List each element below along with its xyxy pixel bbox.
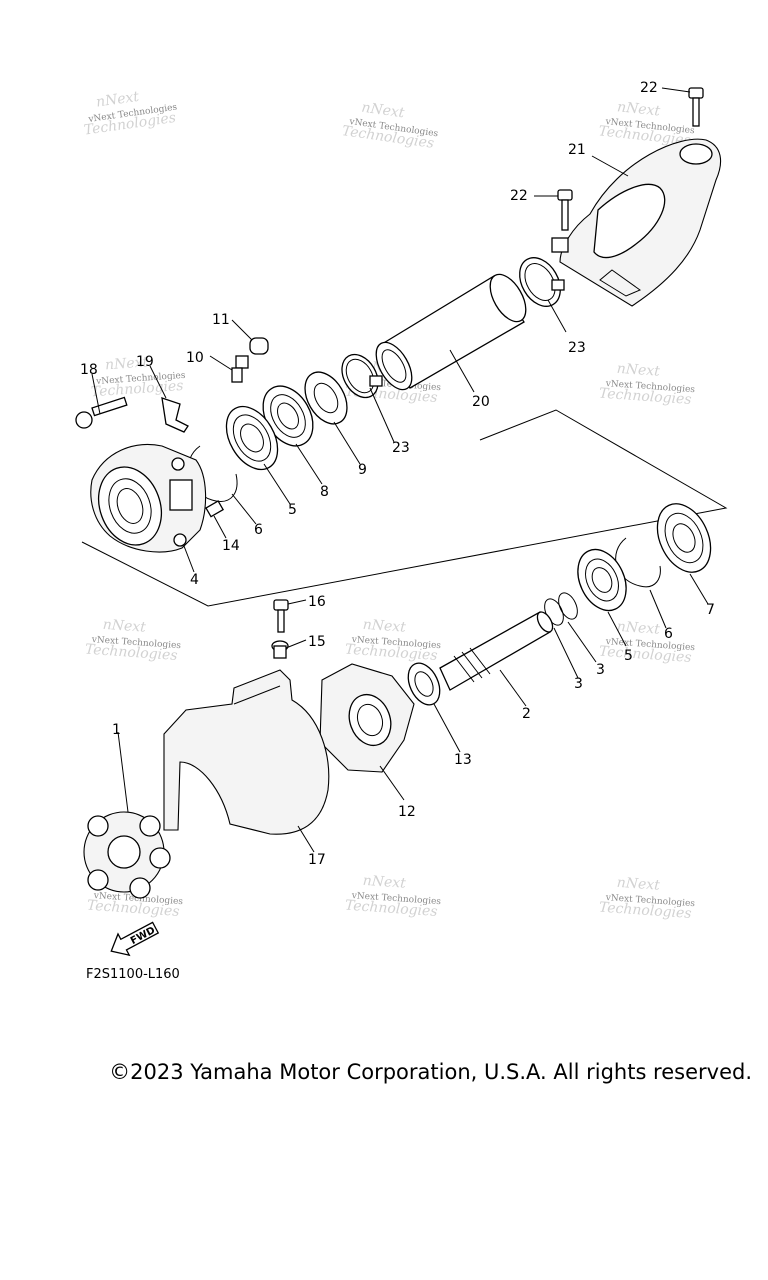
part-4-housing bbox=[90, 443, 207, 553]
part-6-circlip-lower bbox=[615, 537, 661, 588]
part-7-bearing bbox=[656, 503, 712, 573]
callout-17: 17 bbox=[308, 852, 326, 868]
svg-text:nNext: nNext bbox=[616, 875, 660, 894]
callout-14: 14 bbox=[222, 538, 240, 554]
svg-text:Technologies: Technologies bbox=[344, 642, 438, 664]
callout-16: 16 bbox=[308, 594, 326, 610]
watermark: nNext vNext Technologies Technologies bbox=[598, 875, 695, 922]
callout-6a: 6 bbox=[254, 522, 263, 538]
callout-10: 10 bbox=[186, 350, 204, 366]
part-21-nozzle-cover bbox=[551, 138, 722, 307]
watermark: nNext vNext Technologies Technologies bbox=[598, 361, 695, 408]
callout-23a: 23 bbox=[568, 340, 586, 356]
svg-text:Technologies: Technologies bbox=[84, 642, 178, 664]
svg-text:nNext: nNext bbox=[616, 619, 660, 638]
svg-text:nNext: nNext bbox=[362, 617, 406, 636]
callout-18: 18 bbox=[80, 362, 98, 378]
part-20-hose bbox=[375, 273, 527, 391]
part-11-cap bbox=[249, 337, 269, 355]
svg-text:Technologies: Technologies bbox=[344, 898, 438, 920]
part-22-bolt-mid bbox=[557, 189, 573, 231]
callout-21: 21 bbox=[568, 142, 586, 158]
svg-text:Technologies: Technologies bbox=[86, 898, 180, 920]
part-5-bearing-upper bbox=[225, 405, 279, 471]
svg-text:nNext: nNext bbox=[105, 354, 149, 373]
part-22-bolt-top bbox=[688, 87, 704, 127]
watermark: nNext vNext Technologies Technologies bbox=[598, 619, 695, 666]
fwd-arrow-icon: FWD bbox=[110, 921, 160, 957]
callout-5b: 5 bbox=[624, 648, 633, 664]
svg-text:Technologies: Technologies bbox=[90, 378, 184, 400]
watermark: nNext vNext Technologies Technologies bbox=[344, 617, 441, 664]
callout-3b: 3 bbox=[596, 662, 605, 678]
watermark: nNext vNext Technologies Technologies bbox=[84, 617, 181, 664]
part-19-bracket bbox=[161, 397, 189, 433]
callout-8: 8 bbox=[320, 484, 329, 500]
part-17-housing-liner bbox=[163, 669, 330, 835]
leader-lines bbox=[91, 87, 709, 853]
copyright-notice: ©2023 Yamaha Motor Corporation, U.S.A. A… bbox=[109, 1060, 752, 1084]
callout-23b: 23 bbox=[392, 440, 410, 456]
svg-text:nNext: nNext bbox=[616, 361, 660, 380]
callout-7: 7 bbox=[706, 602, 715, 618]
part-16-bolt bbox=[273, 599, 289, 633]
svg-text:nNext: nNext bbox=[362, 873, 406, 892]
assembly-group-outline bbox=[81, 409, 728, 607]
svg-text:Technologies: Technologies bbox=[598, 386, 692, 408]
watermark: nNext vNext Technologies Technologies bbox=[90, 354, 186, 400]
part-12-impeller bbox=[319, 663, 415, 773]
part-9-seal bbox=[304, 371, 348, 425]
part-2-drive-shaft bbox=[439, 611, 554, 691]
part-23-clamp-lower bbox=[341, 353, 383, 399]
watermark: nNext vNext Technologies Technologies bbox=[344, 873, 441, 920]
watermark: nNext vNext Technologies Technologies bbox=[598, 99, 696, 149]
callout-15: 15 bbox=[308, 634, 326, 650]
callout-13: 13 bbox=[454, 752, 472, 768]
callout-9: 9 bbox=[358, 462, 367, 478]
watermark: nNext vNext Technologies Technologies bbox=[83, 89, 178, 139]
callout-3a: 3 bbox=[574, 676, 583, 692]
callout-4: 4 bbox=[190, 572, 199, 588]
part-23-clamp-upper bbox=[519, 257, 565, 307]
svg-text:nNext: nNext bbox=[102, 617, 146, 636]
callout-1: 1 bbox=[112, 722, 121, 738]
part-5-bearing-lower bbox=[577, 548, 627, 612]
part-1-coupler bbox=[83, 811, 171, 899]
callout-11: 11 bbox=[212, 312, 230, 328]
part-10-grease-nipple bbox=[231, 355, 249, 383]
svg-text:nNext: nNext bbox=[95, 89, 140, 111]
callout-22a: 22 bbox=[640, 80, 658, 96]
diagram-code: F2S1100-L160 bbox=[86, 967, 180, 982]
callout-2: 2 bbox=[522, 706, 531, 722]
part-14-pin bbox=[205, 500, 225, 518]
callout-5a: 5 bbox=[288, 502, 297, 518]
part-3-o-ring-outer bbox=[558, 592, 578, 620]
svg-text:nNext: nNext bbox=[616, 99, 661, 119]
part-18-bolt bbox=[75, 396, 128, 429]
part-15-washer bbox=[271, 640, 289, 659]
callout-20: 20 bbox=[472, 394, 490, 410]
part-13-spacer bbox=[407, 662, 441, 706]
callout-12: 12 bbox=[398, 804, 416, 820]
svg-text:nNext: nNext bbox=[360, 100, 405, 122]
callout-22b: 22 bbox=[510, 188, 528, 204]
callout-6b: 6 bbox=[664, 626, 673, 642]
callouts: 1 2 3 3 4 5 5 6 6 7 8 9 10 11 12 13 14 1… bbox=[80, 80, 715, 868]
svg-text:Technologies: Technologies bbox=[598, 900, 692, 922]
callout-19: 19 bbox=[136, 354, 154, 370]
svg-text:Technologies: Technologies bbox=[598, 644, 692, 666]
watermark: nNext vNext Technologies Technologies bbox=[341, 100, 439, 152]
